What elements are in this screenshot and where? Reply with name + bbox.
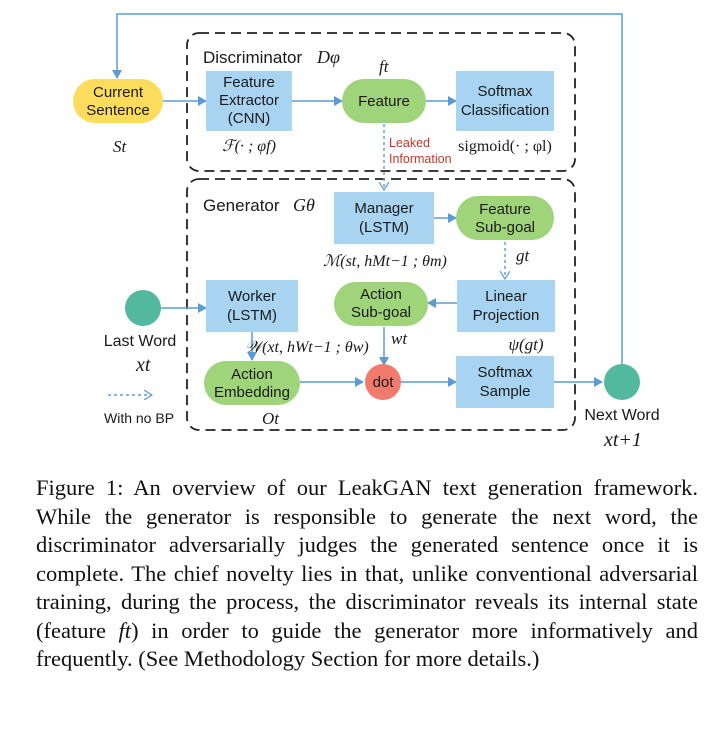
worker-formula: 𝒲(xt, hWt−1 ; θw) [245,339,368,356]
leaked-information-label: Leaked [389,136,430,150]
next-word-label: Next Word [584,407,659,424]
svg-text:Manager: Manager [354,200,413,217]
svg-text:Embedding: Embedding [214,384,290,401]
svg-text:(LSTM): (LSTM) [227,307,277,324]
manager-box: Manager (LSTM) [334,192,434,244]
svg-text:(CNN): (CNN) [228,110,271,127]
worker-box: Worker (LSTM) [206,280,298,332]
svg-text:Worker: Worker [228,288,276,305]
discriminator-title: Discriminator [203,48,303,67]
svg-text:Extractor: Extractor [219,92,279,109]
svg-text:Feature: Feature [223,74,275,91]
svg-text:Softmax: Softmax [477,83,533,100]
feature-extractor-formula: ℱ(· ; φf) [222,138,276,155]
linear-projection-formula: ψ(gt) [508,335,543,354]
svg-text:Projection: Projection [473,307,540,324]
action-embedding-node: Action Embedding [204,361,300,405]
svg-text:Softmax: Softmax [477,364,533,381]
linear-projection-box: Linear Projection [457,280,555,332]
current-sentence-node: Current Sentence [73,79,163,123]
caption-suffix: ) in order to guide the generator more i… [36,617,698,672]
figure-caption: Figure 1: An overview of our LeakGAN tex… [36,474,698,674]
svg-text:dot: dot [373,374,395,391]
softmax-sample-box: Softmax Sample [456,356,554,408]
svg-text:Sentence: Sentence [86,102,149,119]
caption-feature-symbol: ft [118,617,132,643]
next-word-node [604,364,640,400]
dot-node: dot [365,364,401,400]
softmax-classification-formula: sigmoid(· ; φl) [458,138,552,155]
feature-subgoal-symbol: gt [516,246,531,265]
action-subgoal-symbol: wt [391,329,408,348]
svg-text:Sub-goal: Sub-goal [475,219,535,236]
action-embedding-symbol: Ot [262,409,280,428]
svg-text:Feature: Feature [358,93,410,110]
feature-subgoal-node: Feature Sub-goal [456,196,554,240]
svg-text:Action: Action [360,286,402,303]
current-sentence-symbol: St [113,137,128,156]
svg-text:Sample: Sample [480,383,531,400]
generator-title: Generator [203,196,280,215]
last-word-label: Last Word [104,333,177,350]
softmax-classification-box: Softmax Classification [456,71,554,131]
action-subgoal-node: Action Sub-goal [334,282,428,326]
loop-connector [112,13,623,366]
svg-text:Linear: Linear [485,288,527,305]
leaked-information-label-2: Information [389,152,452,166]
feature-extractor-box: Feature Extractor (CNN) [206,71,292,131]
feature-symbol: ft [379,57,390,76]
svg-text:Current: Current [93,84,144,101]
generator-region [186,178,576,431]
caption-prefix: Figure 1: An overview of our LeakGAN tex… [36,475,698,643]
manager-formula: ℳ(st, hMt−1 ; θm) [323,253,447,270]
svg-text:Classification: Classification [461,102,549,119]
svg-text:Action: Action [231,366,273,383]
svg-text:Feature: Feature [479,201,531,218]
last-word-node [125,290,161,326]
discriminator-region [186,32,576,172]
feature-node: Feature [342,79,426,123]
svg-text:(LSTM): (LSTM) [359,219,409,236]
next-word-symbol: xt+1 [603,429,642,451]
generator-symbol: Gθ [293,195,315,215]
discriminator-symbol: Dφ [316,47,340,67]
leakgan-diagram: Discriminator Dφ Generator Gθ Current Se… [73,13,660,451]
no-bp-legend-label: With no BP [104,410,174,426]
svg-text:Sub-goal: Sub-goal [351,304,411,321]
last-word-symbol: xt [135,354,151,376]
